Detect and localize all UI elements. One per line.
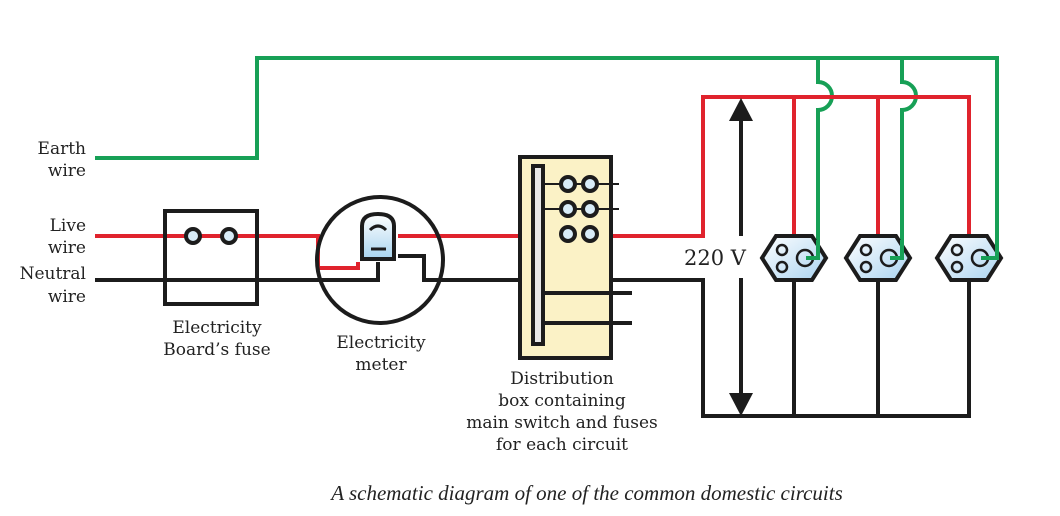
live-wire-label: Live wire [48, 216, 86, 258]
board-fuse-terminal-1 [184, 227, 202, 245]
main-switch-bar [531, 164, 545, 346]
meter-label-line2: meter [355, 355, 407, 375]
neutral-wire [95, 254, 971, 418]
arrow-down-icon [729, 393, 753, 416]
voltage-label-bg [676, 244, 754, 272]
fuse-3b [581, 225, 599, 243]
arrow-up-icon [729, 98, 753, 121]
live-wire [95, 95, 971, 270]
distribution-label-line4: for each circuit [496, 435, 628, 455]
live-wire-box-to-sockets [610, 95, 971, 238]
fuse-2b [581, 200, 599, 218]
socket-1-earth-link [806, 240, 820, 260]
socket-3-earth-link [981, 240, 999, 260]
live-wire-label-line1: Live [50, 216, 86, 236]
neutral-wire-label-line1: Neutral [20, 264, 86, 284]
socket-2-earth-link [890, 240, 904, 260]
earth-wire-drop-2 [894, 58, 918, 260]
neutral-wire-label: Neutral wire [20, 264, 86, 307]
meter-label-line1: Electricity [336, 333, 426, 353]
fuse-1a [559, 175, 577, 193]
fuse-2a [559, 200, 577, 218]
fuse-3a [559, 225, 577, 243]
socket-1 [759, 234, 829, 282]
neutral-wire-to-meter [95, 262, 380, 282]
distribution-label-line3: main switch and fuses [466, 413, 658, 433]
distribution-label-line1: Distribution [510, 369, 614, 389]
socket-1-hole-top [775, 243, 789, 257]
earth-wire-label: Earth wire [38, 139, 87, 181]
figure-caption: A schematic diagram of one of the common… [329, 481, 843, 505]
neutral-wire-label-line2: wire [48, 287, 86, 307]
live-wire-label-line2: wire [48, 238, 86, 258]
earth-wire-label-line1: Earth [38, 139, 87, 159]
neutral-wire-meter-loop [398, 254, 520, 282]
socket-2 [843, 234, 913, 282]
voltage-label: 220 V [684, 246, 747, 270]
earth-wire-label-line2: wire [48, 161, 86, 181]
socket-2-hole-bottom [859, 260, 873, 274]
fuse-1b [581, 175, 599, 193]
socket-3 [934, 234, 1004, 282]
distribution-box: Distribution box containing main switch … [466, 155, 658, 455]
socket-2-hole-top [859, 243, 873, 257]
socket-earth-connections [806, 240, 999, 260]
socket-3-hole-bottom [950, 260, 964, 274]
meter-dial-arc [368, 224, 388, 232]
neutral-wire-box-to-sockets [540, 278, 971, 418]
meter-casing [315, 195, 445, 325]
electricity-meter: Electricity meter [315, 195, 445, 375]
board-fuse-label-line2: Board’s fuse [163, 340, 270, 360]
voltage-indicator: 220 V [676, 98, 754, 416]
board-fuse-box [163, 209, 259, 306]
socket-1-hole-bottom [775, 260, 789, 274]
board-fuse-label-line1: Electricity [172, 318, 262, 338]
distribution-label-line2: box containing [498, 391, 626, 411]
board-fuse-terminal-2 [220, 227, 238, 245]
earth-wire-drop-1 [810, 58, 834, 260]
socket-3-hole-top [950, 243, 964, 257]
electricity-board-fuse: Electricity Board’s fuse [163, 209, 271, 360]
meter-dial [360, 211, 396, 261]
